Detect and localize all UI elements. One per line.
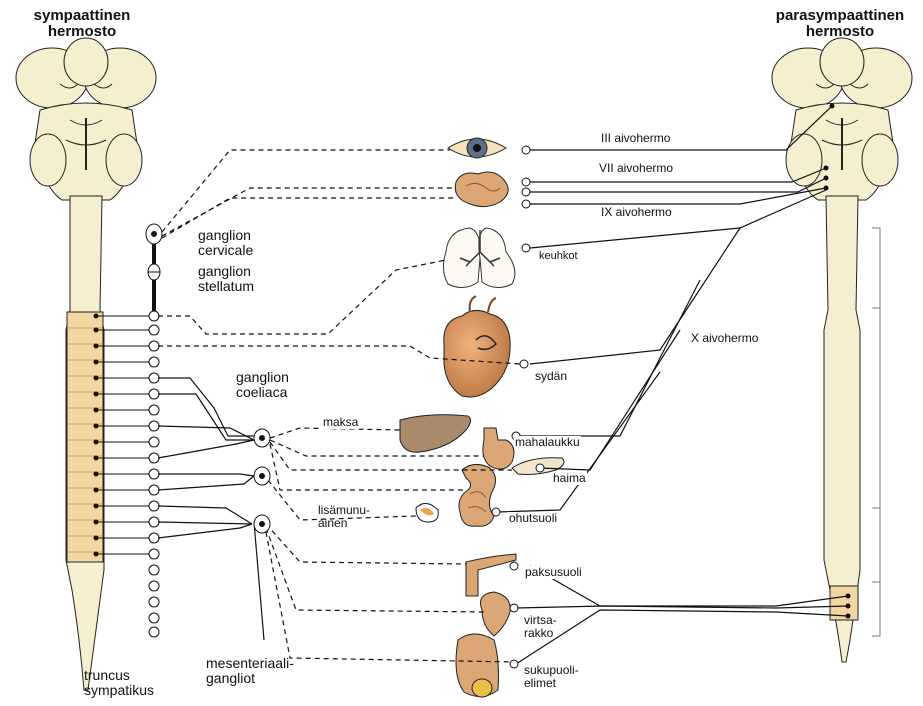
sympathetic-trunk — [146, 224, 162, 637]
organ-adrenal-line2: ainen — [318, 517, 370, 530]
organ-small-intestine-label: ohutsuoli — [508, 512, 558, 525]
ganglion-coeliaca-line1: ganglion — [236, 370, 289, 385]
large-intestine-organ — [466, 554, 516, 596]
heart-organ — [444, 296, 510, 397]
parasympathetic-ganglia-dots — [492, 146, 544, 668]
nerve-III-label: III aivohermo — [600, 132, 671, 145]
truncus-sympatikus-line2: sympatikus — [84, 683, 154, 698]
sympathetic-title: sympaattinen hermosto — [12, 8, 152, 40]
organ-stomach-label: mahalaukku — [514, 436, 581, 449]
prevertebral-ganglia — [254, 429, 270, 533]
nerve-VII-label: VII aivohermo — [598, 162, 674, 175]
ganglion-stellatum-line2: stellatum — [198, 279, 254, 294]
organ-genitals-line2: elimet — [524, 677, 579, 690]
ganglion-stellatum-line1: ganglion — [198, 264, 254, 279]
nerve-X-label: X aivohermo — [690, 332, 759, 345]
sympathetic-title-line1: sympaattinen — [12, 8, 152, 24]
lungs-organ — [443, 228, 514, 288]
organ-lungs-label: keuhkot — [538, 250, 579, 262]
sympathetic-preganglionic-to-prevertebral — [158, 378, 264, 640]
bladder-organ — [481, 592, 511, 636]
trunk-chain-ganglia — [149, 311, 159, 637]
parasympathetic-sacral-nerves — [516, 566, 848, 664]
parasympathetic-title-line2: hermosto — [760, 24, 920, 40]
liver-organ — [400, 415, 471, 453]
right-brain — [772, 38, 912, 200]
truncus-sympatikus-line1: truncus — [84, 668, 154, 683]
eye-organ — [448, 138, 506, 158]
parasympathetic-title-line1: parasympaattinen — [760, 8, 920, 24]
left-thoracic-segment — [67, 312, 103, 562]
ganglion-cervicale-label: ganglion cervicale — [198, 228, 253, 258]
ganglion-cervicale-line2: cervicale — [198, 243, 253, 258]
parasympathetic-title: parasympaattinen hermosto — [760, 8, 920, 40]
right-region-brackets — [872, 228, 880, 636]
mesenteric-ganglia-line2: gangliot — [206, 671, 294, 686]
mesenteric-ganglia-line1: mesenteriaali- — [206, 656, 294, 671]
ganglion-coeliaca-label: ganglion coeliaca — [236, 370, 289, 400]
mesenteric-ganglia-label: mesenteriaali- gangliot — [206, 656, 294, 686]
organ-bladder-label: virtsa- rakko — [524, 614, 557, 640]
genitals-organ — [456, 634, 499, 697]
organ-liver-label: maksa — [322, 416, 359, 429]
organ-bladder-line2: rakko — [524, 627, 557, 640]
ganglion-stellatum-label: ganglion stellatum — [198, 264, 254, 294]
organ-large-intestine-label: paksusuoli — [524, 566, 583, 579]
organ-genitals-label: sukupuoli- elimet — [524, 664, 579, 690]
stomach-organ — [483, 428, 514, 469]
nerve-IX-label: IX aivohermo — [600, 206, 673, 219]
organ-pancreas-label: haima — [552, 472, 587, 485]
organ-adrenal-label: lisämunu- ainen — [318, 504, 370, 530]
small-intestine-organ — [459, 464, 496, 526]
ganglion-coeliaca-line2: coeliaca — [236, 385, 289, 400]
left-brain — [16, 38, 156, 200]
adrenal-organ — [416, 503, 438, 522]
sympathetic-title-line2: hermosto — [12, 24, 152, 40]
ganglion-cervicale-line1: ganglion — [198, 228, 253, 243]
truncus-sympatikus-label: truncus sympatikus — [84, 668, 154, 698]
salivary-gland-organ — [455, 172, 508, 207]
organ-heart-label: sydän — [534, 370, 568, 383]
